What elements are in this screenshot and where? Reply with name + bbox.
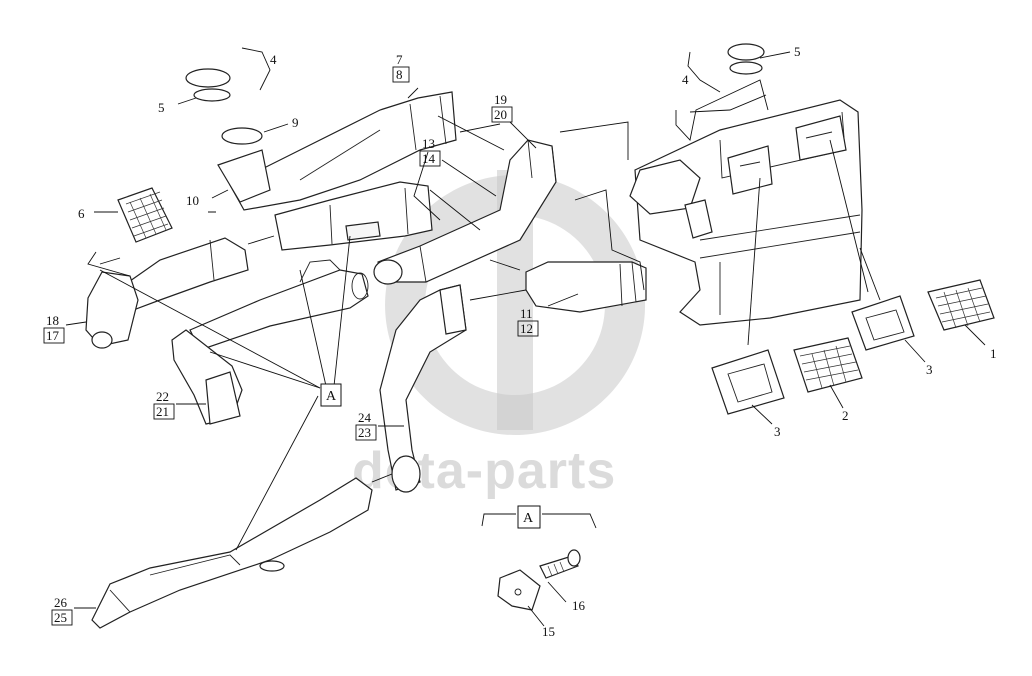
- reference-marker-main-label: A: [326, 389, 337, 404]
- callout-8: 8: [396, 67, 403, 82]
- callout-15: 15: [542, 624, 555, 639]
- callout-18: 18: [46, 313, 59, 328]
- leader-lines: [65, 47, 986, 627]
- callout-11-12: 11 12: [517, 306, 539, 337]
- bezel-3-left: [711, 349, 785, 415]
- bezel-3-right: [851, 295, 915, 351]
- callout-26: 26: [54, 595, 68, 610]
- callout-13: 13: [422, 136, 435, 151]
- floor-duct: [91, 477, 373, 629]
- vent-1: [927, 279, 995, 331]
- callout-24: 24: [358, 410, 372, 425]
- callout-25: 25: [54, 610, 67, 625]
- callout-14: 14: [422, 151, 436, 166]
- callout-19-20: 19 20: [491, 92, 513, 123]
- callout-1: 1: [990, 346, 997, 361]
- callout-2: 2: [842, 408, 849, 423]
- callout-21: 21: [156, 404, 169, 419]
- callout-24-23: 24 23: [355, 410, 377, 441]
- long-left-duct: [85, 237, 249, 349]
- callout-26-25: 26 25: [51, 595, 73, 626]
- upper-left-duct: [229, 91, 457, 211]
- stacked-callouts: 7 8 13 14 19 20 11 12 18 17 22 21: [43, 52, 539, 626]
- detail-a-group: [481, 513, 597, 611]
- callout-13-14: 13 14: [419, 136, 441, 167]
- callout-18-17: 18 17: [43, 313, 65, 344]
- callout-11: 11: [520, 306, 533, 321]
- reference-marker-main: A: [320, 383, 342, 407]
- cap-5-right: [727, 43, 765, 75]
- center-duct: [373, 139, 557, 285]
- callout-22: 22: [156, 389, 169, 404]
- callout-12: 12: [520, 321, 533, 336]
- callout-3-right: 3: [926, 362, 933, 377]
- center-lower-duct: [525, 261, 647, 313]
- vent-6: [117, 187, 173, 243]
- callout-3-left: 3: [774, 424, 781, 439]
- reference-marker-detail-label: A: [523, 511, 534, 526]
- cap-5-left: [185, 68, 231, 102]
- callout-labels: 1 2 3 3 4 4 5 5 6 9 10 15 16: [78, 44, 997, 639]
- callout-7-8: 7 8: [392, 52, 410, 83]
- callout-22-21: 22 21: [153, 389, 175, 420]
- callout-17: 17: [46, 328, 60, 343]
- side-duct: [171, 329, 243, 425]
- callout-23: 23: [358, 425, 371, 440]
- callout-5-right: 5: [794, 44, 801, 59]
- callout-19: 19: [494, 92, 507, 107]
- callout-4-left: 4: [270, 52, 277, 67]
- callout-5-left: 5: [158, 100, 165, 115]
- callout-7: 7: [396, 52, 403, 67]
- callout-20: 20: [494, 107, 507, 122]
- clip-9: [217, 127, 271, 203]
- reference-marker-detail: A: [517, 505, 541, 529]
- down-duct: [379, 284, 467, 493]
- cross-tube: [189, 259, 369, 351]
- callout-6: 6: [78, 206, 85, 221]
- callout-4-right: 4: [682, 72, 689, 87]
- mid-left-duct: [274, 181, 433, 251]
- dashboard-panel: [629, 99, 863, 326]
- vent-2: [793, 337, 863, 393]
- callout-10: 10: [186, 193, 199, 208]
- callout-9: 9: [292, 115, 299, 130]
- callout-16: 16: [572, 598, 586, 613]
